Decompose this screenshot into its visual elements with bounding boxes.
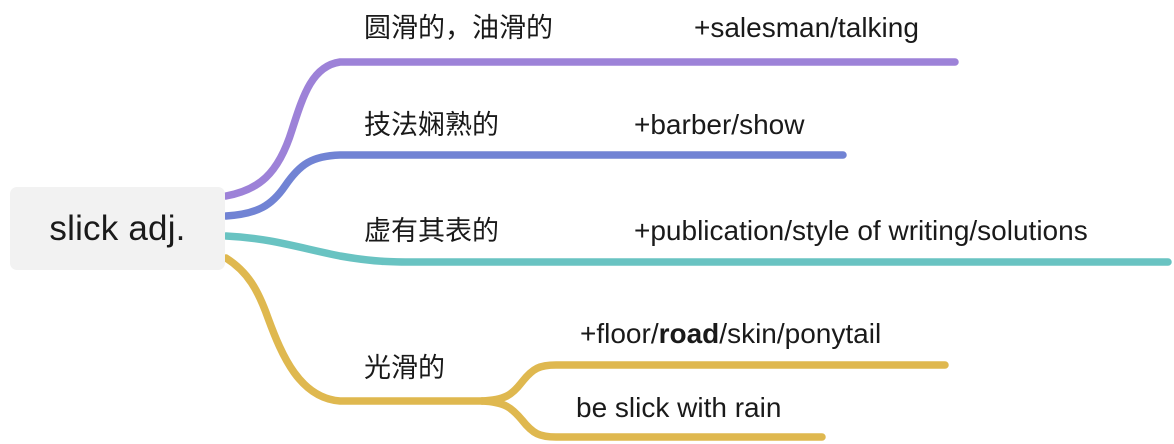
root-node[interactable]: slick adj. <box>10 187 225 270</box>
branch-connector-2 <box>222 151 847 220</box>
branch-3-sense-label: 虚有其表的 <box>364 216 499 246</box>
branch-connector-4-sub-1 <box>478 361 949 405</box>
root-node-label: slick adj. <box>49 209 186 248</box>
branch-1-sense-label: 圆滑的，油滑的 <box>364 13 553 43</box>
branch-4-sub-1-collocation-label: +floor/road/skin/ponytail <box>580 318 881 350</box>
branch-4-sub-2-example-label: be slick with rain <box>576 392 782 423</box>
branch-1-collocation-label: +salesman/talking <box>694 12 919 43</box>
branch-connector-4-sub-2 <box>478 397 826 441</box>
branch-connector-3 <box>222 232 1172 266</box>
branch-3-collocation-label: +publication/style of writing/solutions <box>634 215 1088 246</box>
collocation-suffix: /skin/ponytail <box>719 318 882 349</box>
branch-connector-4 <box>222 254 486 405</box>
branch-4-sense-label: 光滑的 <box>364 353 445 383</box>
branch-connector-1 <box>222 58 959 200</box>
collocation-prefix: +floor/ <box>580 318 659 349</box>
collocation-bold-road: road <box>658 318 720 349</box>
branch-2-sense-label: 技法娴熟的 <box>364 110 499 140</box>
branch-2-collocation-label: +barber/show <box>634 109 805 140</box>
